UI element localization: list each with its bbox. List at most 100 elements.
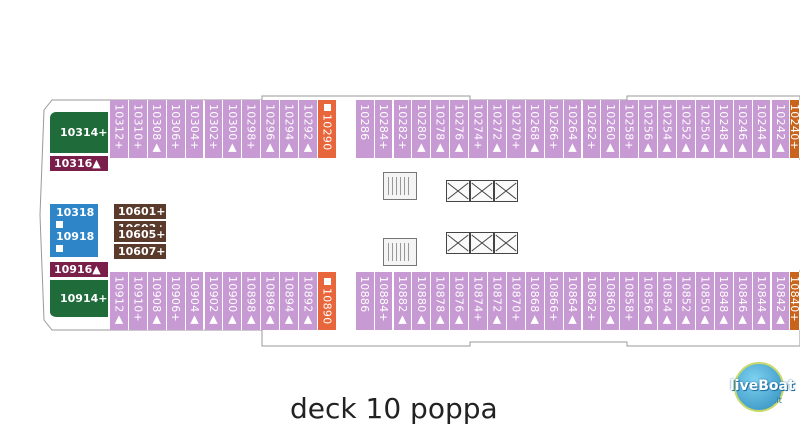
cabin-10900[interactable]: 10900▲	[223, 272, 243, 330]
cabin-10256[interactable]: 10256▲	[639, 100, 659, 158]
cabin-label: 10290	[320, 114, 334, 151]
cabin-10264[interactable]: 10264▲	[563, 100, 583, 158]
cabin-10310[interactable]: 10310+	[128, 100, 148, 158]
cabin-10908[interactable]: 10908▲	[147, 272, 167, 330]
cabin-10316-label: 10316▲	[54, 157, 101, 170]
cabin-label: 10910+	[131, 276, 145, 323]
cabin-10880[interactable]: 10880▲	[412, 272, 432, 330]
cabin-10918-label: 10918	[56, 230, 95, 243]
cabin-10250[interactable]: 10250▲	[695, 100, 715, 158]
cabin-10888[interactable]	[336, 272, 356, 330]
cabin-10870[interactable]: 10870+	[506, 272, 526, 330]
cabin-10260[interactable]: 10260▲	[601, 100, 621, 158]
cabin-10296[interactable]: 10296▲	[261, 100, 281, 158]
cabin-10266[interactable]: 10266+	[544, 100, 564, 158]
cabin-10607-label: 10607+	[118, 245, 166, 258]
cabin-10276[interactable]: 10276▲	[450, 100, 470, 158]
cabin-10890[interactable]: 10890	[317, 272, 337, 330]
cabin-10884[interactable]: 10884+	[374, 272, 394, 330]
cabin-10294[interactable]: 10294▲	[280, 100, 299, 158]
cabin-label: 10280▲	[414, 104, 428, 154]
cabin-10848[interactable]: 10848▲	[714, 272, 734, 330]
cabin-10896[interactable]: 10896▲	[261, 272, 281, 330]
cabin-10874[interactable]: 10874+	[469, 272, 488, 330]
cabin-10902[interactable]: 10902▲	[204, 272, 224, 330]
cabin-10601[interactable]: 10601+	[114, 204, 166, 220]
cabin-10918[interactable]: 10918	[50, 228, 98, 258]
cabin-10282[interactable]: 10282+	[393, 100, 413, 158]
cabin-label: 10308▲	[150, 104, 164, 154]
cabin-10304[interactable]: 10304+	[185, 100, 205, 158]
cabin-10858[interactable]: 10858+	[620, 272, 640, 330]
cabin-10840[interactable]: 10840+	[788, 272, 800, 330]
cabin-10270[interactable]: 10270+	[506, 100, 526, 158]
cabin-10894[interactable]: 10894▲	[280, 272, 299, 330]
cabin-10272[interactable]: 10272▲	[488, 100, 507, 158]
cabin-10607[interactable]: 10607+	[114, 244, 166, 260]
cabin-10302[interactable]: 10302+	[204, 100, 224, 158]
cabin-label: 10252▲	[679, 104, 693, 154]
cabin-10876[interactable]: 10876▲	[450, 272, 470, 330]
cabin-10878[interactable]: 10878▲	[431, 272, 451, 330]
cabin-10252[interactable]: 10252▲	[677, 100, 696, 158]
cabin-10268[interactable]: 10268▲	[525, 100, 545, 158]
cabin-10860[interactable]: 10860▲	[601, 272, 621, 330]
cabin-10856[interactable]: 10856▲	[639, 272, 659, 330]
cabin-10862[interactable]: 10862+	[582, 272, 602, 330]
cabin-10605[interactable]: 10605+	[114, 227, 166, 243]
cabin-10290[interactable]: 10290	[317, 100, 337, 158]
cabin-10248[interactable]: 10248▲	[714, 100, 734, 158]
suite-10914[interactable]: 10914+	[50, 280, 108, 318]
cabin-10308[interactable]: 10308▲	[147, 100, 167, 158]
cabin-10298[interactable]: 10298+	[242, 100, 262, 158]
cabin-10912[interactable]: 10912▲	[110, 272, 129, 330]
cabin-10280[interactable]: 10280▲	[412, 100, 432, 158]
cabin-label: 10270+	[509, 104, 523, 151]
cabin-10892[interactable]: 10892▲	[299, 272, 318, 330]
cabin-10288[interactable]	[336, 100, 356, 158]
cabin-label: 10844▲	[755, 276, 769, 326]
cabin-10242[interactable]: 10242▲	[771, 100, 791, 158]
cabin-10910[interactable]: 10910+	[128, 272, 148, 330]
cabin-10866[interactable]: 10866+	[544, 272, 564, 330]
cabin-10882[interactable]: 10882▲	[393, 272, 413, 330]
cabin-10284[interactable]: 10284+	[374, 100, 394, 158]
cabin-label: 10900▲	[225, 276, 239, 326]
elevator-6	[494, 232, 518, 254]
cabin-10286[interactable]: 10286	[355, 100, 375, 158]
cabin-10254[interactable]: 10254▲	[658, 100, 677, 158]
cabin-10872[interactable]: 10872▲	[488, 272, 507, 330]
cabin-10316[interactable]: 10316▲	[50, 156, 108, 172]
cabin-10852[interactable]: 10852▲	[677, 272, 696, 330]
cabin-label: 10306+	[169, 104, 183, 151]
cabin-10886[interactable]: 10886	[355, 272, 375, 330]
cabin-10868[interactable]: 10868▲	[525, 272, 545, 330]
cabin-10904[interactable]: 10904▲	[185, 272, 205, 330]
cabin-10854[interactable]: 10854▲	[658, 272, 677, 330]
cabin-label: 10258+	[622, 104, 636, 151]
suite-10314[interactable]: 10314+	[50, 112, 108, 154]
cabin-10846[interactable]: 10846▲	[733, 272, 753, 330]
logo-globe-icon	[734, 362, 784, 412]
cabin-10850[interactable]: 10850▲	[695, 272, 715, 330]
cabin-10312[interactable]: 10312+	[110, 100, 129, 158]
cabin-10300[interactable]: 10300▲	[223, 100, 243, 158]
cabin-10240[interactable]: 10240+	[788, 100, 800, 158]
logo-wordmark: liveBoat	[730, 378, 795, 394]
cabin-10898[interactable]: 10898▲	[242, 272, 262, 330]
cabin-10262[interactable]: 10262+	[582, 100, 602, 158]
cabin-10258[interactable]: 10258+	[620, 100, 640, 158]
cabin-10244[interactable]: 10244▲	[752, 100, 772, 158]
elevator-3	[494, 180, 518, 202]
cabin-10306[interactable]: 10306+	[166, 100, 186, 158]
cabin-10864[interactable]: 10864▲	[563, 272, 583, 330]
cabin-10906[interactable]: 10906+	[166, 272, 186, 330]
cabin-10916[interactable]: 10916▲	[50, 262, 108, 278]
cabin-10278[interactable]: 10278▲	[431, 100, 451, 158]
cabin-10842[interactable]: 10842▲	[771, 272, 791, 330]
cabin-10844[interactable]: 10844▲	[752, 272, 772, 330]
cabin-10274[interactable]: 10274+	[469, 100, 488, 158]
cabin-10246[interactable]: 10246▲	[733, 100, 753, 158]
cabin-10292[interactable]: 10292▲	[299, 100, 318, 158]
